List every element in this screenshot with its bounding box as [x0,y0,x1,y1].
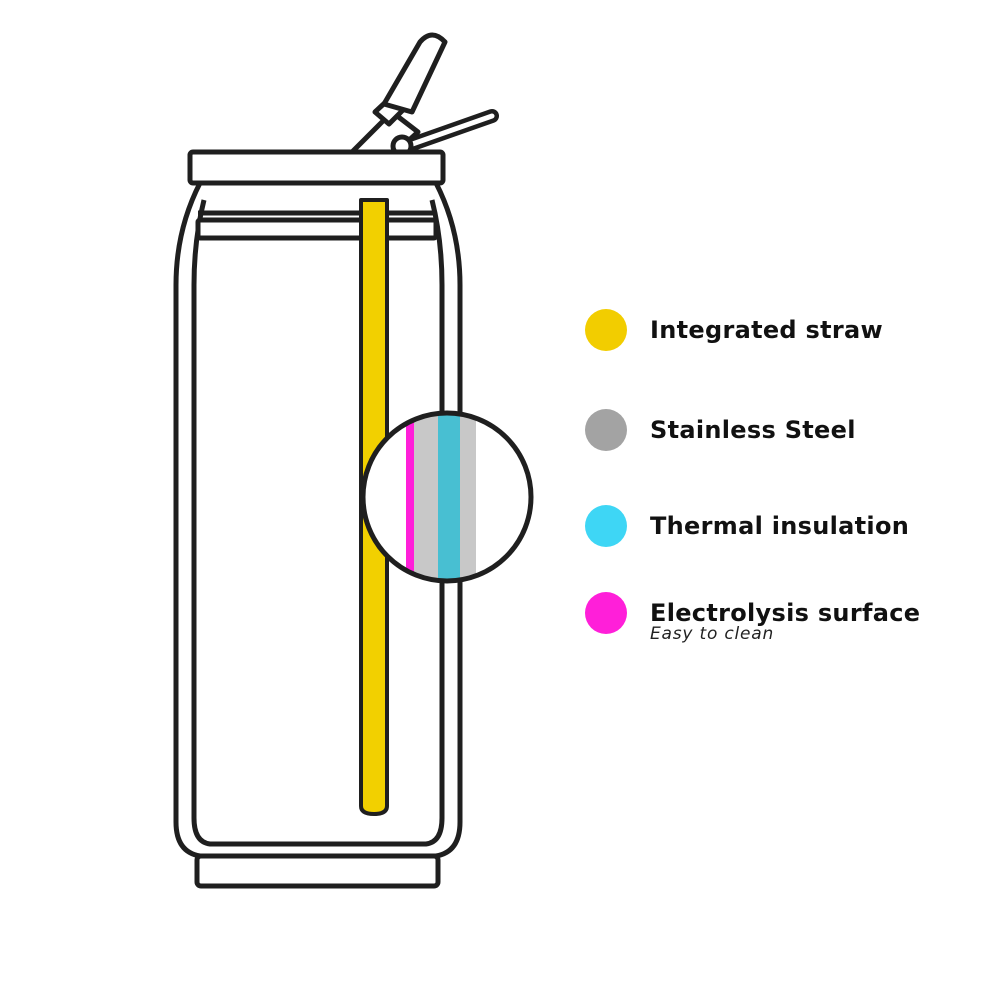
magenta-dot-icon [585,592,627,634]
yellow-dot-icon [585,309,627,351]
legend-sublabel: Easy to clean [650,624,775,644]
legend-label: Electrolysis surface [650,599,921,627]
legend-label: Thermal insulation [650,512,910,540]
cyan-dot-icon [585,505,627,547]
legend-label: Integrated straw [650,316,884,344]
lid-icon [187,149,446,241]
legend-item-integrated-straw: Integrated straw [585,308,883,352]
bottle-base [194,853,441,889]
legend-item-electrolysis-surface: Electrolysis surface [585,591,920,635]
gray-dot-icon [585,409,627,451]
legend-item-thermal-insulation: Thermal insulation [585,504,909,548]
legend-item-stainless-steel: Stainless Steel [585,408,856,452]
legend-label: Stainless Steel [650,416,856,444]
flip-spout-icon [349,32,499,158]
magnifier-circle-icon [360,410,534,584]
